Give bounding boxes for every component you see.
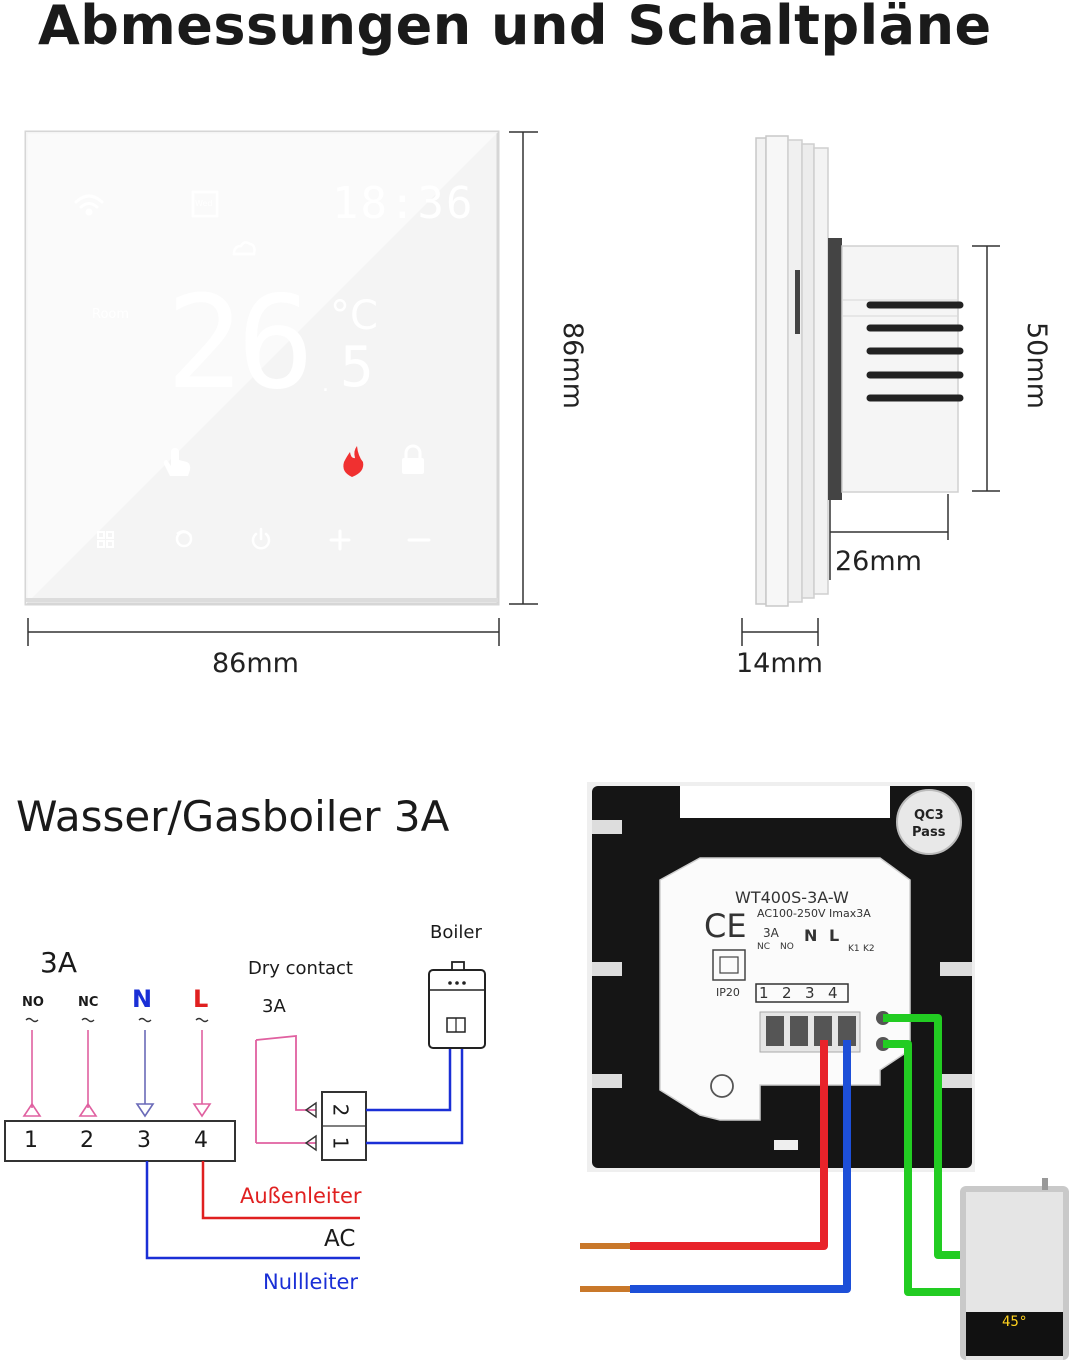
hand-touch-icon <box>163 448 191 476</box>
ac-label: AC <box>324 1226 356 1252</box>
thermostat-back-photo <box>587 782 975 1172</box>
wiring-section-title: Wasser/Gasboiler 3A <box>16 792 450 841</box>
badge-line1: QC3 <box>914 808 944 823</box>
plus-icon[interactable] <box>329 529 351 551</box>
lock-icon <box>402 444 424 474</box>
model-label: WT400S-3A-W <box>735 888 849 907</box>
unit-label: °C <box>330 293 378 339</box>
width-dimension-line <box>27 618 500 646</box>
temperature-decimal: 5 <box>340 335 374 400</box>
terminal-4: 4 <box>194 1128 208 1153</box>
terminal-name-nc: NC <box>78 995 99 1010</box>
height-dimension-line <box>509 131 538 605</box>
terminal-name-no: NO <box>22 995 44 1010</box>
photo-label-l: L <box>829 926 840 945</box>
cloud-icon <box>232 241 256 256</box>
terminal-1: 1 <box>24 1128 38 1153</box>
photo-label-no: NO <box>780 942 794 952</box>
terminal-3: 3 <box>137 1128 151 1153</box>
panel-thickness-dimension-line <box>741 618 819 646</box>
photo-terminal-1: 1 <box>759 984 769 1002</box>
ce-mark: CE <box>704 907 747 945</box>
terminal-2: 2 <box>80 1128 94 1153</box>
phase-label: Außenleiter <box>240 1184 362 1208</box>
room-label: Room <box>92 307 130 322</box>
relay-terminal-2: 2 <box>328 1103 353 1117</box>
terminal-name-l: L <box>193 985 209 1013</box>
calendar-day-icon <box>191 190 219 218</box>
boiler-icon <box>428 961 486 1049</box>
flame-icon <box>343 446 364 477</box>
photo-terminal-3: 3 <box>805 984 815 1002</box>
relay-terminal-1: 1 <box>328 1136 353 1150</box>
thermostat-side-view <box>755 135 964 607</box>
terminal-name-n: N <box>132 985 153 1013</box>
clock-display: 18:36 <box>332 178 475 229</box>
badge-line2: Pass <box>912 825 946 840</box>
depth-label: 26mm <box>835 546 922 577</box>
wiring-diagram <box>4 961 486 1260</box>
photo-relay-k2: K2 <box>863 944 875 954</box>
rating-text: AC100-250V Imax3A <box>757 907 871 920</box>
photo-current: 3A <box>763 926 779 940</box>
power-icon[interactable] <box>251 527 271 550</box>
ip-rating: IP20 <box>716 986 740 999</box>
fan-mode-icon[interactable] <box>175 530 193 548</box>
neutral-label: Nullleiter <box>263 1270 359 1294</box>
photo-label-n: N <box>804 926 818 945</box>
photo-relay-k1: K1 <box>848 944 860 954</box>
wires <box>580 1014 962 1296</box>
width-label: 86mm <box>212 648 299 679</box>
menu-grid-icon[interactable] <box>97 531 114 548</box>
dry-contact-rating: 3A <box>262 996 286 1017</box>
day-label: Wed <box>195 199 213 208</box>
photo-label-nc: NC <box>757 942 771 952</box>
dry-contact-label: Dry contact <box>248 958 353 979</box>
body-height-dimension-line <box>972 245 1000 492</box>
photo-terminal-4: 4 <box>828 984 838 1002</box>
temperature-display: 26 <box>166 269 314 418</box>
heater-display: 45° <box>1002 1314 1028 1330</box>
rating-label: 3A <box>40 946 77 979</box>
boiler-label: Boiler <box>430 922 482 943</box>
body-height-label: 50mm <box>1021 322 1052 409</box>
decimal-point: . <box>322 372 329 397</box>
panel-thickness-label: 14mm <box>736 648 823 679</box>
thermostat-front-panel <box>24 130 500 606</box>
depth-dimension-line <box>829 494 949 580</box>
page-title: Abmessungen und Schaltpläne <box>38 0 992 57</box>
water-heater-image <box>960 1178 1069 1360</box>
wifi-icon <box>74 194 104 216</box>
height-label: 86mm <box>557 322 588 409</box>
photo-terminal-2: 2 <box>782 984 792 1002</box>
